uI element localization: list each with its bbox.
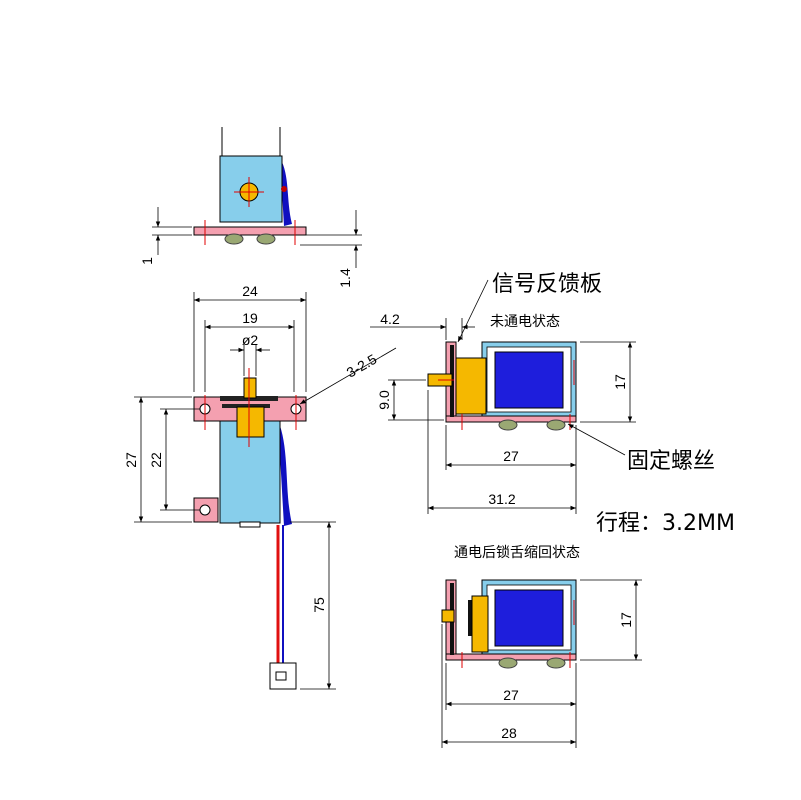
- front-pin: [243, 377, 257, 399]
- dim-pin-height: 9.0: [376, 390, 392, 410]
- side-on-armature: [471, 595, 489, 653]
- side-on-pin: [441, 609, 455, 623]
- label-stroke: 行程：3.2MM: [596, 511, 735, 536]
- front-hole-bottom: [199, 504, 211, 516]
- dim-front-height: 27: [123, 452, 139, 468]
- top-foot-left: [224, 233, 244, 245]
- side-on-coil: [494, 589, 564, 647]
- top-wire-dot: [281, 186, 287, 192]
- top-wire-blue: [280, 158, 292, 226]
- dim-coil-height: 17: [612, 374, 628, 390]
- side-off-coil: [494, 351, 564, 409]
- dim-front-width: 24: [242, 283, 258, 299]
- dim-retracted-total: 28: [501, 725, 517, 741]
- top-view: 1 1.4: [139, 127, 362, 288]
- dim-side-total: 31.2: [488, 491, 515, 507]
- label-feedback-plate: 信号反馈板: [492, 272, 602, 297]
- label-state-off: 未通电状态: [490, 314, 560, 330]
- dim-retracted-length: 27: [503, 687, 519, 703]
- dim-top-plate-thk: 1: [139, 257, 155, 265]
- dim-pin-dia: ø2: [242, 332, 259, 348]
- top-foot-right: [256, 233, 276, 245]
- dim-retracted-height: 17: [618, 612, 634, 628]
- top-plate: [193, 226, 307, 236]
- dim-hole-spacing: 19: [242, 310, 258, 326]
- front-view: 24 19 ø2 3-2.5 27 22 75: [123, 283, 397, 690]
- side-off-armature: [455, 357, 487, 415]
- dim-side-length: 27: [503, 448, 519, 464]
- front-wire-blue: [278, 420, 292, 526]
- front-armature: [236, 406, 265, 438]
- dim-top-foot-h: 1.4: [337, 268, 353, 288]
- side-view-on: 通电后锁舌缩回状态 17 27 28: [441, 545, 642, 748]
- dim-hole-vertical: 22: [148, 452, 164, 468]
- side-view-off: 信号反馈板 未通电状态 4.2 9.0 17 固定螺丝 27 3: [370, 272, 735, 536]
- dim-hole-spec: 3-2.5: [344, 351, 380, 381]
- label-fixing-screw: 固定螺丝: [627, 449, 715, 474]
- dim-side-offset: 4.2: [380, 311, 400, 327]
- dim-wire-length: 75: [311, 597, 327, 613]
- label-state-on: 通电后锁舌缩回状态: [454, 545, 580, 561]
